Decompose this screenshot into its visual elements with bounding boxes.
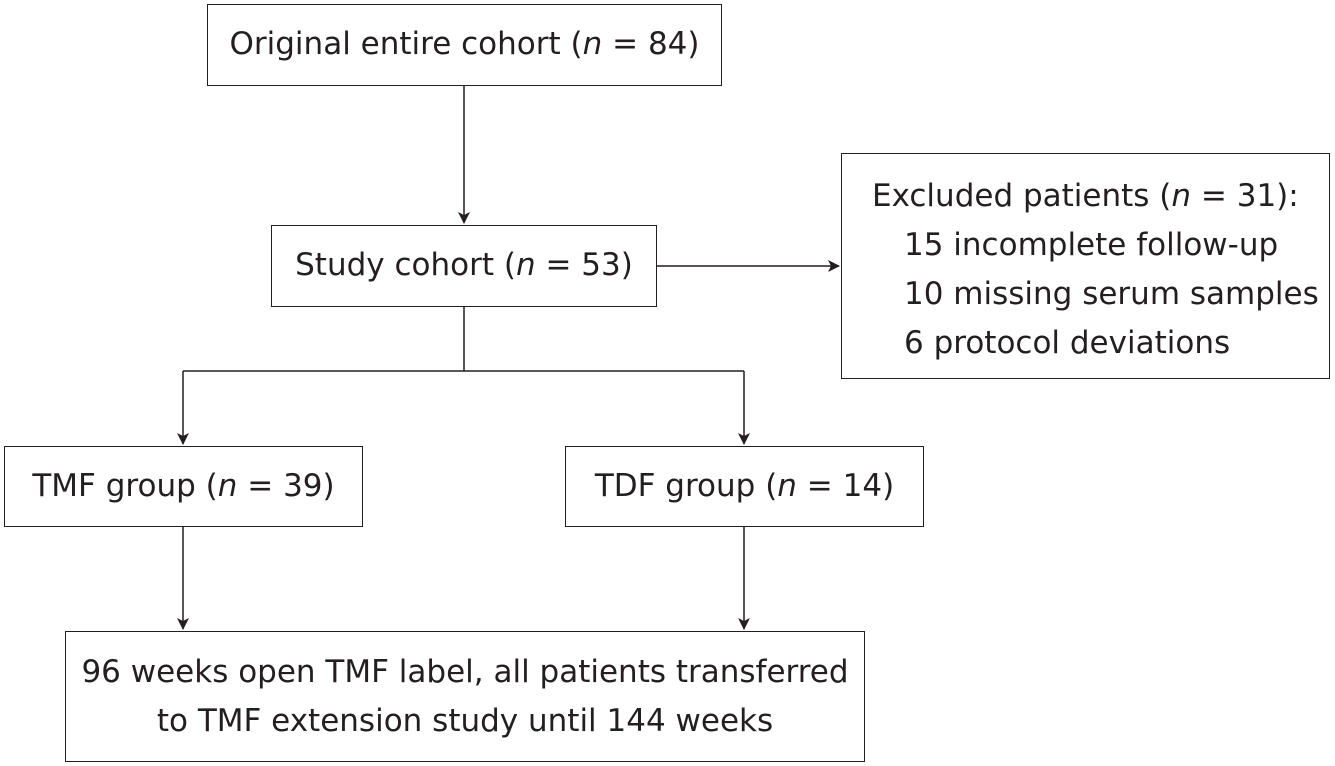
node-tdf-group-label: TDF group (n = 14) — [594, 467, 895, 504]
node-extension-study: 96 weeks open TMF label, all patients tr… — [65, 631, 865, 762]
node-tmf-group: TMF group (n = 39) — [4, 446, 363, 527]
node-study-cohort-label: Study cohort (n = 53) — [295, 247, 633, 284]
excluded-reason-missing-serum-samples: 10 missing serum samples — [904, 276, 1319, 312]
node-extension-study-line-2: to TMF extension study until 144 weeks — [156, 702, 774, 739]
node-original-cohort-label: Original entire cohort (n = 84) — [229, 26, 700, 63]
node-excluded-patients-label: Excluded patients (n = 31): — [872, 178, 1299, 214]
node-study-cohort: Study cohort (n = 53) — [271, 225, 657, 307]
node-tdf-group: TDF group (n = 14) — [565, 446, 924, 527]
node-excluded-patients: Excluded patients (n = 31): 15 incomplet… — [841, 153, 1330, 379]
excluded-reason-incomplete-follow-up: 15 incomplete follow-up — [904, 227, 1279, 263]
node-extension-study-line-1: 96 weeks open TMF label, all patients tr… — [81, 654, 849, 691]
node-tmf-group-label: TMF group (n = 39) — [32, 467, 335, 504]
excluded-reason-protocol-deviations: 6 protocol deviations — [904, 325, 1231, 361]
node-original-cohort: Original entire cohort (n = 84) — [207, 4, 722, 86]
